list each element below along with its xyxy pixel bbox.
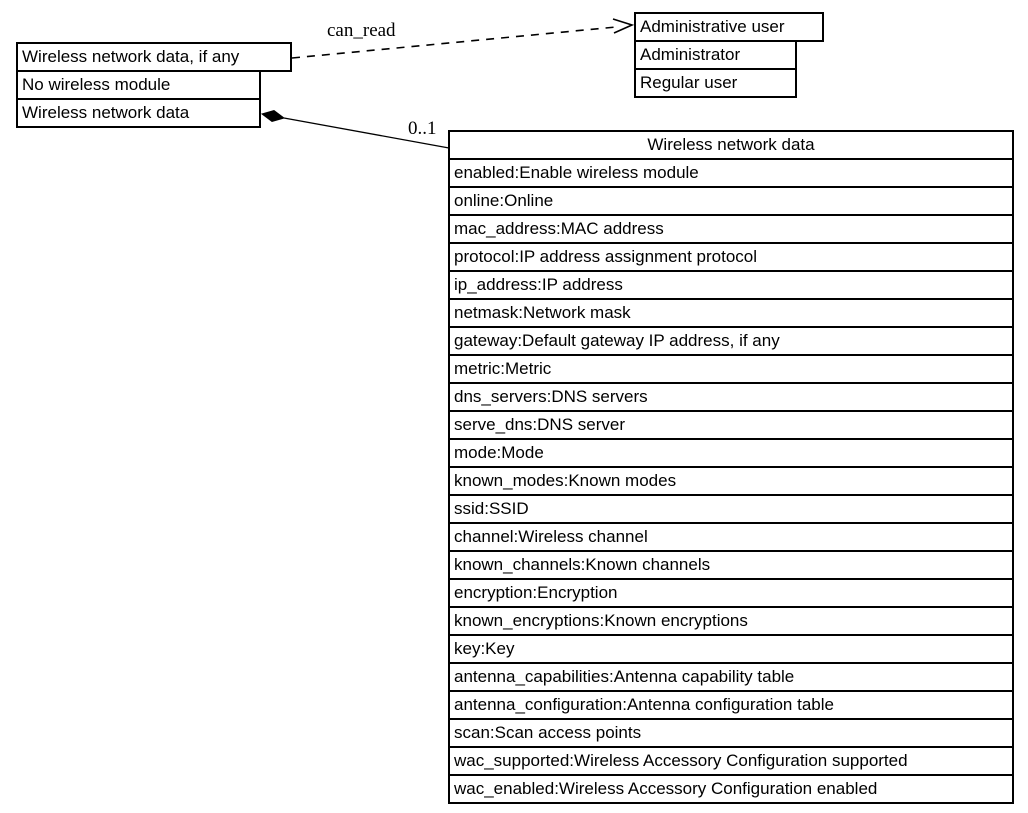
node-row: Wireless network data xyxy=(16,98,261,128)
open-arrowhead-icon xyxy=(612,18,635,34)
attribute-row: known_modes:Known modes xyxy=(448,466,1014,496)
attribute-row: mac_address:MAC address xyxy=(448,214,1014,244)
attribute-row: encryption:Encryption xyxy=(448,578,1014,608)
edge-label-multiplicity: 0..1 xyxy=(408,118,437,139)
attribute-row: online:Online xyxy=(448,186,1014,216)
node-wireless-network-data: Wireless network data enabled:Enable wir… xyxy=(448,130,1014,804)
node-row: Regular user xyxy=(634,68,797,98)
attribute-row: ssid:SSID xyxy=(448,494,1014,524)
attribute-row: antenna_capabilities:Antenna capability … xyxy=(448,662,1014,692)
attribute-row: metric:Metric xyxy=(448,354,1014,384)
table-title: Wireless network data xyxy=(448,130,1014,160)
attribute-row: netmask:Network mask xyxy=(448,298,1014,328)
node-row: Administrative user xyxy=(634,12,824,42)
attribute-row: enabled:Enable wireless module xyxy=(448,158,1014,188)
attribute-row: gateway:Default gateway IP address, if a… xyxy=(448,326,1014,356)
node-row: Wireless network data, if any xyxy=(16,42,292,72)
attribute-row: wac_supported:Wireless Accessory Configu… xyxy=(448,746,1014,776)
attribute-row: protocol:IP address assignment protocol xyxy=(448,242,1014,272)
node-row: No wireless module xyxy=(16,70,261,100)
attribute-row: serve_dns:DNS server xyxy=(448,410,1014,440)
attribute-row: known_channels:Known channels xyxy=(448,550,1014,580)
attribute-row: wac_enabled:Wireless Accessory Configura… xyxy=(448,774,1014,804)
node-row: Administrator xyxy=(634,40,797,70)
attribute-row: mode:Mode xyxy=(448,438,1014,468)
attribute-row: key:Key xyxy=(448,634,1014,664)
attribute-row: channel:Wireless channel xyxy=(448,522,1014,552)
attribute-row: scan:Scan access points xyxy=(448,718,1014,748)
edge-label-can-read: can_read xyxy=(327,20,396,41)
attribute-row: dns_servers:DNS servers xyxy=(448,382,1014,412)
attribute-row: ip_address:IP address xyxy=(448,270,1014,300)
attribute-row: known_encryptions:Known encryptions xyxy=(448,606,1014,636)
attribute-row: antenna_configuration:Antenna configurat… xyxy=(448,690,1014,720)
